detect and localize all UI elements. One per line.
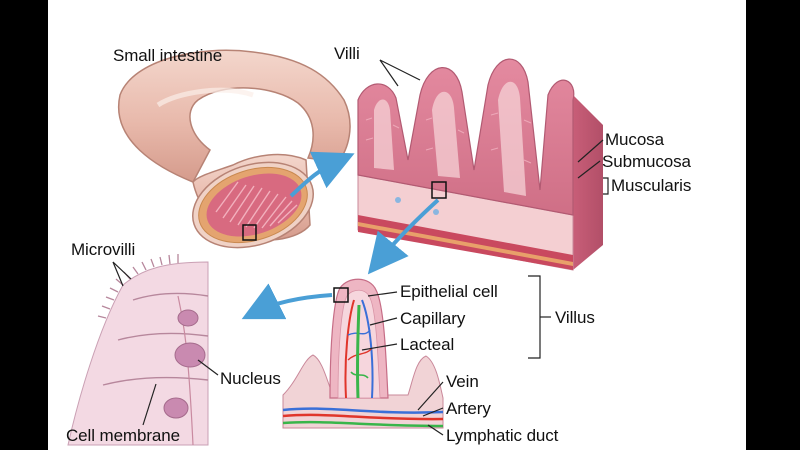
villi-block-illustration bbox=[357, 58, 603, 271]
small-intestine-illustration bbox=[117, 49, 351, 249]
label-mucosa: Mucosa bbox=[605, 130, 664, 149]
label-villi: Villi bbox=[334, 44, 360, 63]
zoom-arrows bbox=[241, 151, 440, 320]
label-lymphatic-duct: Lymphatic duct bbox=[446, 426, 559, 445]
label-small-intestine: Small intestine bbox=[113, 46, 223, 65]
label-muscularis: Muscularis bbox=[611, 176, 692, 195]
villus-detail-illustration bbox=[282, 278, 444, 429]
label-submucosa: Submucosa bbox=[602, 152, 691, 171]
label-cell-membrane: Cell membrane bbox=[66, 426, 180, 445]
leader-lines bbox=[112, 59, 609, 436]
label-vein: Vein bbox=[446, 372, 479, 391]
label-villus: Villus bbox=[555, 308, 595, 327]
diagram-canvas: Small intestine Villi Mucosa Submucosa M… bbox=[48, 0, 746, 450]
label-nucleus: Nucleus bbox=[220, 369, 281, 388]
label-capillary: Capillary bbox=[400, 309, 466, 328]
label-epithelial-cell: Epithelial cell bbox=[400, 282, 498, 301]
label-microvilli: Microvilli bbox=[71, 240, 136, 259]
label-artery: Artery bbox=[446, 399, 491, 418]
anatomy-illustration bbox=[67, 49, 609, 446]
cell-detail-illustration bbox=[67, 254, 209, 446]
label-lacteal: Lacteal bbox=[400, 335, 455, 354]
